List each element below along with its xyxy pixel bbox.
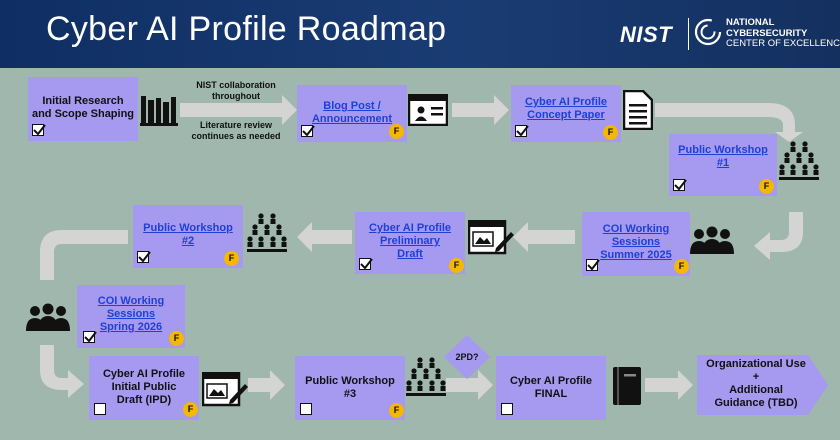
final-book-icon: [613, 367, 641, 405]
pd2-decision-diamond: [444, 335, 490, 379]
f-badge: F: [389, 403, 404, 418]
f-badge: F: [183, 402, 198, 417]
page-title: Cyber AI Profile Roadmap: [46, 10, 447, 48]
checkbox-checked: [83, 331, 97, 343]
workshop-2-link[interactable]: Public Workshop#2: [143, 222, 233, 247]
meeting-group-icon: [26, 303, 70, 331]
logo-line-1: NATIONAL: [726, 17, 775, 28]
step-public-workshop-3: Public Workshop#3 F: [295, 356, 405, 420]
header-banner: Cyber AI Profile Roadmap NIST NATIONAL C…: [0, 0, 840, 68]
arrow-preliminary-to-workshop2: [297, 222, 352, 252]
f-badge: F: [674, 259, 689, 274]
arrow-final-to-org-use: [645, 370, 693, 400]
logo-line-3: CENTER OF EXCELLENCE: [726, 38, 840, 49]
logo-area: NIST NATIONAL CYBERSECURITY CENTER OF EX…: [612, 16, 840, 54]
f-badge: F: [759, 179, 774, 194]
checkbox-checked: [359, 258, 373, 270]
webpage-icon: [408, 94, 448, 126]
arrow-workshop1-to-coi-summer: [754, 212, 803, 260]
blog-post-link[interactable]: Blog Post /Announcement: [311, 100, 393, 125]
arrow-ipd-to-workshop3: [248, 370, 285, 400]
checkbox-checked: [586, 259, 600, 271]
f-badge: F: [169, 331, 184, 346]
arrow-concept-to-workshop1: [655, 103, 803, 142]
arrow-workshop2-to-coi-spring: [40, 230, 128, 280]
arrow-blog-to-concept: [452, 95, 509, 125]
checkbox-checked: [137, 251, 151, 263]
audience-icon: [406, 357, 446, 396]
f-badge: F: [603, 125, 618, 140]
step-public-workshop-2: Public Workshop#2 F: [133, 205, 243, 268]
nist-logo: NIST: [620, 22, 673, 47]
meeting-group-icon: [690, 226, 734, 254]
checkbox-unchecked: [300, 403, 312, 415]
step-public-workshop-1: Public Workshop#1 F: [669, 134, 777, 196]
checkbox-checked: [515, 125, 529, 137]
draft-edit-icon: [202, 372, 248, 407]
books-icon: [140, 96, 178, 126]
logo-divider: [688, 18, 689, 50]
audience-icon: [247, 213, 287, 252]
step-blog-post: Blog Post /Announcement F: [297, 85, 407, 142]
arrow-research-to-blog: [180, 95, 297, 125]
document-icon: [623, 90, 653, 130]
checkbox-checked: [32, 124, 46, 136]
checkbox-checked: [301, 125, 315, 137]
arrow-workshop3-to-final: [446, 370, 493, 400]
f-badge: F: [389, 124, 404, 139]
draft-edit-icon: [468, 220, 514, 255]
logo-line-2: CYBERSECURITY: [726, 27, 808, 39]
audience-icon: [779, 141, 819, 180]
arrow-coi-to-preliminary: [513, 222, 575, 252]
workshop-1-link[interactable]: Public Workshop#1: [678, 144, 768, 169]
checkbox-unchecked: [501, 403, 513, 415]
nccoe-logo-icon: [694, 18, 722, 46]
f-badge: F: [449, 258, 464, 273]
checkbox-checked: [673, 179, 687, 191]
nccoe-wordmark: NATIONAL CYBERSECURITY CENTER OF EXCELLE…: [726, 17, 840, 50]
arrow-coi-spring-to-ipd: [40, 345, 84, 398]
checkbox-unchecked: [94, 403, 106, 415]
f-badge: F: [224, 251, 239, 266]
org-use-arrow-shape: [697, 355, 828, 415]
pd2-label: 2PD?: [455, 352, 479, 362]
